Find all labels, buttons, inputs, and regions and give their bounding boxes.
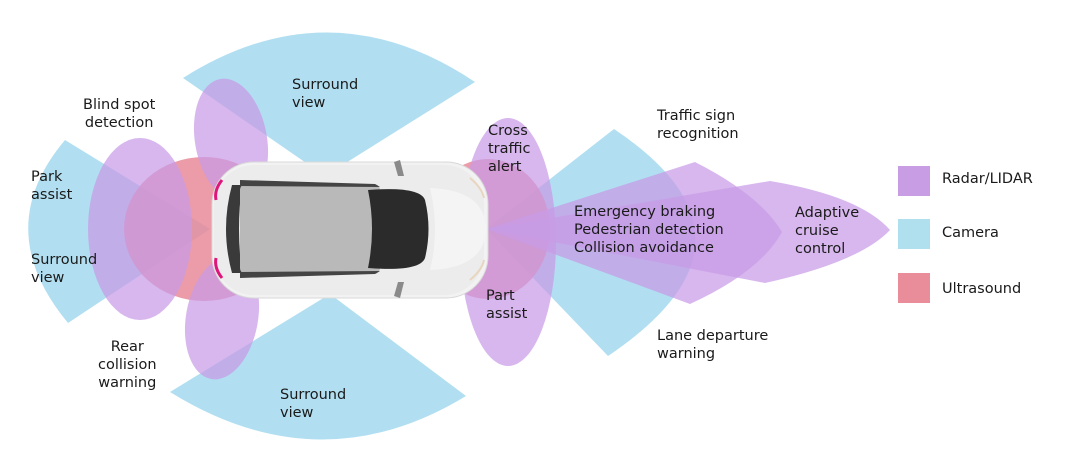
- legend-swatch-camera: [898, 219, 930, 249]
- legend-label-ultrasound: Ultrasound: [942, 281, 1022, 297]
- label-emergency-braking: Emergency braking Pedestrian detection C…: [574, 204, 724, 256]
- label-surround-view-rear: Surround view: [31, 252, 98, 286]
- legend-swatch-ultrasound: [898, 273, 930, 303]
- label-park-assist-rear: Park assist: [31, 169, 73, 203]
- label-cross-traffic-alert: Cross traffic alert: [488, 123, 531, 175]
- radar-zone-front: [460, 118, 556, 366]
- label-blind-spot-detection: Blind spot detection: [83, 97, 156, 131]
- camera-zone-bottom: [170, 294, 466, 440]
- label-adaptive-cruise-control: Adaptive cruise control: [795, 205, 860, 257]
- legend-swatch-radar: [898, 166, 930, 196]
- label-rear-collision-warning: Rear collision warning: [98, 339, 157, 391]
- legend-label-camera: Camera: [942, 225, 999, 241]
- camera-zone-top: [183, 32, 475, 177]
- radar-zone-front-long-range: [486, 181, 890, 283]
- radar-zone-rear: [88, 138, 192, 320]
- label-park-assist-front: Part assist: [486, 288, 528, 322]
- label-surround-view-top: Surround view: [292, 77, 359, 111]
- car-top-view: [211, 160, 489, 299]
- legend-label-radar: Radar/LIDAR: [942, 171, 1033, 187]
- label-traffic-sign-recognition: Traffic sign recognition: [657, 108, 739, 142]
- label-surround-view-bottom: Surround view: [280, 387, 347, 421]
- label-lane-departure-warning: Lane departure warning: [657, 328, 769, 362]
